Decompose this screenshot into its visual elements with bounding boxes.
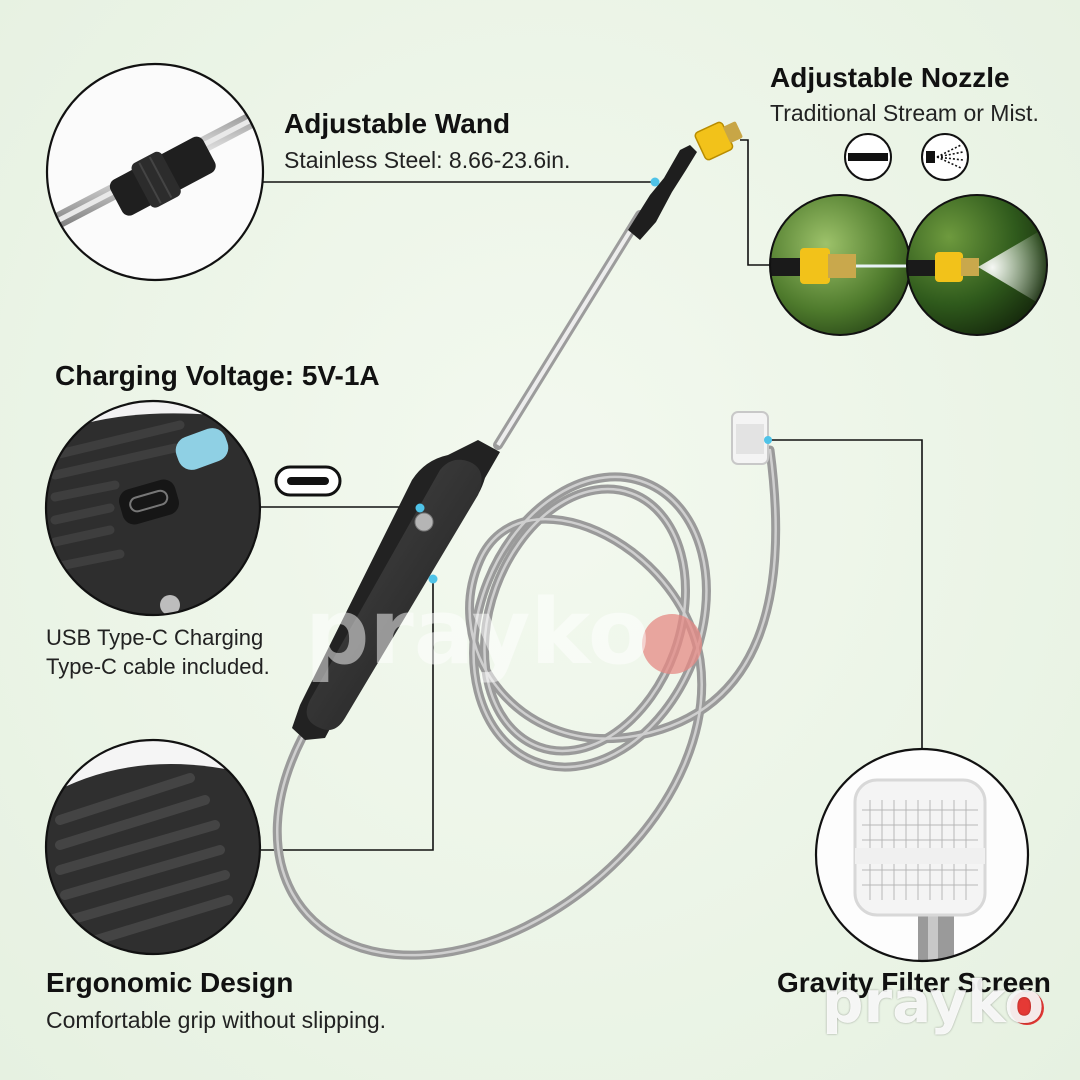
usb-c-port-icon	[274, 465, 342, 497]
handle	[292, 440, 500, 740]
connector-lines	[261, 139, 923, 851]
filter-title: Gravity Filter Screen	[777, 967, 1051, 998]
charging-line1: USB Type-C Charging	[46, 625, 264, 650]
nozzle-title: Adjustable Nozzle	[770, 62, 1010, 93]
nozzle-subtitle: Traditional Stream or Mist.	[770, 100, 1039, 126]
wand-title: Adjustable Wand	[284, 108, 511, 139]
watermark-dot-corner	[1010, 991, 1044, 1025]
filter-small	[731, 411, 772, 465]
stream-mode-icon	[844, 133, 892, 181]
wand-detail-circle	[45, 62, 265, 282]
mist-photo-circle	[906, 194, 1048, 336]
charging-detail-circle	[44, 399, 262, 617]
watermark-corner: prayko	[822, 968, 1045, 1036]
charging-title: Charging Voltage: 5V-1A	[55, 360, 380, 391]
watermark-dot	[642, 614, 702, 674]
wand	[493, 121, 743, 450]
ergonomic-detail-circle	[44, 738, 262, 956]
wand-subtitle: Stainless Steel: 8.66-23.6in.	[284, 147, 571, 173]
watermark-center: prayko	[305, 580, 650, 685]
ergonomic-title: Ergonomic Design	[46, 967, 294, 998]
filter-detail-circle	[814, 747, 1030, 963]
mist-mode-icon	[921, 133, 969, 181]
ergonomic-subtitle: Comfortable grip without slipping.	[46, 1007, 387, 1033]
stream-photo-circle	[769, 194, 911, 336]
charging-line2: Type-C cable included.	[46, 654, 270, 679]
